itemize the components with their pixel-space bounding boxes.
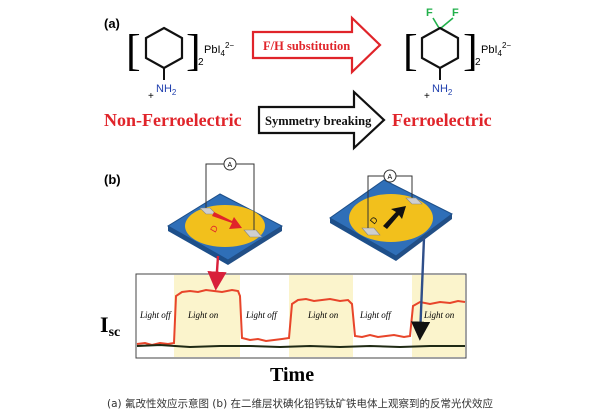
- device-left-polarization-arrow: [212, 212, 242, 229]
- right-fluorine-2: F: [452, 7, 459, 19]
- figure-caption: (a) 氟改性效应示意图 (b) 在二维层状碘化铅钙钛矿铁电体上观察到的反常光伏…: [107, 398, 493, 410]
- right-formula: PbI42−: [481, 41, 511, 58]
- light-on-label-3: Light on: [423, 310, 455, 320]
- light-on-label-1: Light on: [187, 310, 219, 320]
- light-off-label-1: Light off: [139, 310, 172, 320]
- light-on-label-2: Light on: [307, 310, 339, 320]
- left-molecule: [ ] 2 PbI42− + NH2: [126, 26, 234, 102]
- device-right-polarization-arrow: [383, 206, 406, 229]
- light-off-label-3: Light off: [359, 310, 392, 320]
- device-left-electrode-2: [243, 229, 263, 238]
- x-axis-label: Time: [270, 364, 314, 386]
- right-bracket-close: ]: [463, 26, 478, 75]
- device-right-ammeter-label: A: [388, 174, 393, 181]
- substitution-arrow: F/H substitution: [251, 15, 382, 75]
- left-bracket-close: ]: [186, 26, 201, 75]
- left-plus: +: [148, 91, 154, 102]
- red-connector-arrow: [207, 255, 227, 291]
- y-axis-label: Isc: [100, 312, 120, 340]
- left-bracket-sub: 2: [198, 57, 204, 68]
- device-left-dipole-label: D: [208, 223, 220, 234]
- symmetry-breaking-label: Symmetry breaking: [265, 114, 372, 128]
- device-left-film: [185, 205, 265, 247]
- left-amine: NH2: [156, 83, 177, 97]
- ferroelectric-label: Ferroelectric: [392, 110, 492, 130]
- device-left-ammeter: [223, 157, 237, 171]
- light-on-band-1: [174, 275, 240, 357]
- device-right-ammeter: [383, 169, 397, 183]
- device-right-dipole-label: D: [368, 214, 380, 226]
- light-on-band-2: [289, 275, 353, 357]
- panel-b-label: (b): [104, 172, 121, 187]
- device-left-ammeter-label: A: [228, 162, 233, 169]
- right-plus: +: [424, 91, 430, 102]
- right-fluorine-1: F: [426, 7, 433, 19]
- right-bracket-open: [: [403, 26, 418, 75]
- panel-a-label: (a): [104, 16, 120, 31]
- right-molecule: F F [ ] 2 PbI42− + NH2: [403, 7, 511, 102]
- right-amine: NH2: [432, 83, 453, 97]
- isc-plot: Light off Light on Light off Light on Li…: [135, 273, 467, 359]
- right-bracket-sub: 2: [475, 57, 481, 68]
- substitution-label: F/H substitution: [263, 39, 350, 53]
- black-connector-arrow: [410, 237, 431, 341]
- device-right-electrode-2: [405, 197, 423, 205]
- left-cyclohexane-ring: [144, 26, 184, 70]
- symmetry-breaking-arrow: Symmetry breaking: [257, 89, 386, 151]
- left-formula: PbI42−: [204, 41, 234, 58]
- non-ferroelectric-label: Non-Ferroelectric: [104, 110, 242, 130]
- left-bracket-open: [: [126, 26, 141, 75]
- signal-black-trace: [136, 343, 465, 349]
- right-cyclohexane-ring: [420, 26, 460, 70]
- device-right: A D: [329, 169, 453, 261]
- light-off-label-2: Light off: [245, 310, 278, 320]
- device-left: A D: [167, 157, 284, 265]
- device-right-electrode-1: [361, 227, 381, 236]
- signal-red-trace: [136, 288, 466, 347]
